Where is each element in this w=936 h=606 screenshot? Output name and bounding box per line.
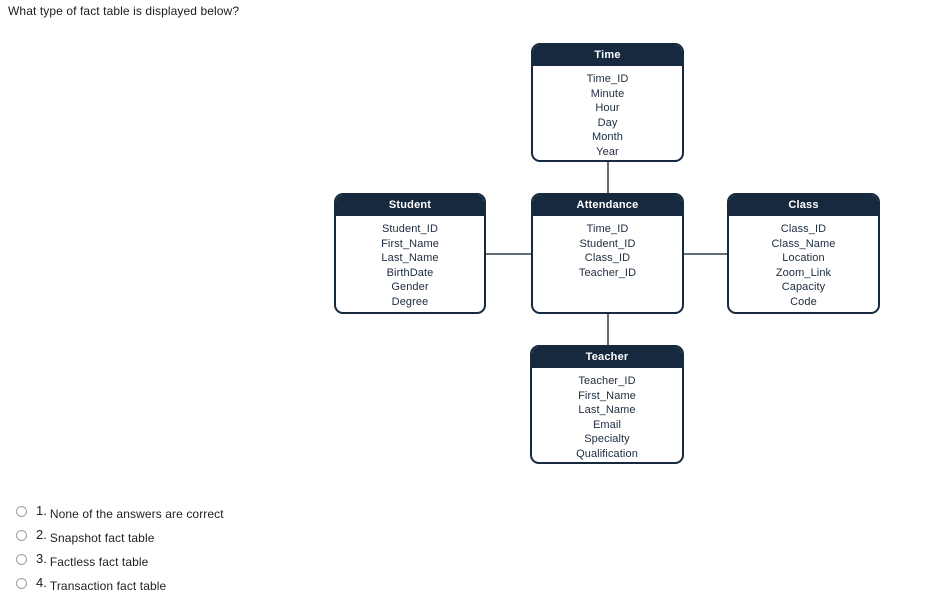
answer-option-1[interactable]: 1. None of the answers are correct	[16, 503, 224, 523]
entity-field: Last_Name	[381, 252, 439, 264]
connector-attendance-class	[684, 253, 727, 255]
entity-fields-attendance: Time_ID Student_ID Class_ID Teacher_ID	[533, 216, 682, 280]
entity-field: First_Name	[381, 237, 439, 250]
option-number: 1.	[36, 503, 47, 518]
entity-field: Degree	[391, 295, 429, 308]
entity-field: Class_ID	[584, 252, 631, 264]
radio-button[interactable]	[16, 530, 27, 541]
entity-fields-class: Class_ID Class_Name Location Zoom_Link C…	[729, 216, 878, 309]
entity-field: Specialty	[584, 433, 630, 445]
option-label[interactable]: Transaction fact table	[49, 579, 167, 593]
entity-title-student: Student	[336, 195, 484, 216]
entity-field: Day	[597, 116, 618, 129]
entity-field: Teacher_ID	[578, 375, 636, 387]
entity-field: Student_ID	[381, 223, 439, 235]
entity-fields-time: Time_ID Minute Hour Day Month Year	[533, 66, 682, 159]
entity-table-class: Class Class_ID Class_Name Location Zoom_…	[727, 193, 880, 314]
radio-button[interactable]	[16, 578, 27, 589]
option-label[interactable]: None of the answers are correct	[49, 507, 224, 521]
option-label[interactable]: Snapshot fact table	[49, 531, 155, 545]
entity-field: Capacity	[781, 281, 826, 293]
entity-title-attendance: Attendance	[533, 195, 682, 216]
option-number: 3.	[36, 551, 47, 566]
connector-attendance-teacher	[607, 314, 609, 345]
answer-option-2[interactable]: 2. Snapshot fact table	[16, 527, 154, 547]
entity-table-student: Student Student_ID First_Name Last_Name …	[334, 193, 486, 314]
entity-title-teacher: Teacher	[532, 347, 682, 368]
entity-field: Year	[596, 145, 619, 158]
entity-field: Gender	[391, 281, 429, 293]
entity-field: Minute	[590, 87, 625, 100]
option-number: 4.	[36, 575, 47, 590]
entity-field: Month	[591, 131, 624, 143]
entity-fields-student: Student_ID First_Name Last_Name BirthDat…	[336, 216, 484, 309]
entity-field: Hour	[595, 102, 620, 114]
entity-title-class: Class	[729, 195, 878, 216]
entity-field: Class_Name	[771, 237, 836, 250]
option-label[interactable]: Factless fact table	[49, 555, 149, 569]
entity-field: Time_ID	[586, 73, 629, 85]
answer-option-4[interactable]: 4. Transaction fact table	[16, 575, 166, 595]
connector-student-attendance	[486, 253, 531, 255]
answer-option-3[interactable]: 3. Factless fact table	[16, 551, 148, 571]
entity-field: BirthDate	[386, 266, 434, 279]
entity-fields-teacher: Teacher_ID First_Name Last_Name Email Sp…	[532, 368, 682, 461]
entity-field: First_Name	[578, 389, 636, 402]
entity-field: Class_ID	[780, 223, 827, 235]
entity-field: Teacher_ID	[578, 266, 637, 279]
entity-field: Location	[782, 252, 825, 264]
option-number: 2.	[36, 527, 47, 542]
question-text: What type of fact table is displayed bel…	[8, 4, 240, 18]
entity-table-teacher: Teacher Teacher_ID First_Name Last_Name …	[530, 345, 684, 464]
entity-table-time: Time Time_ID Minute Hour Day Month Year	[531, 43, 684, 162]
entity-field: Email	[592, 418, 621, 431]
radio-button[interactable]	[16, 506, 27, 517]
radio-button[interactable]	[16, 554, 27, 565]
entity-title-time: Time	[533, 45, 682, 66]
entity-field: Code	[790, 295, 817, 308]
entity-table-attendance: Attendance Time_ID Student_ID Class_ID T…	[531, 193, 684, 314]
connector-time-attendance	[607, 162, 609, 193]
entity-field: Last_Name	[578, 404, 636, 416]
entity-field: Student_ID	[579, 237, 636, 250]
entity-field: Zoom_Link	[775, 266, 832, 279]
entity-field: Time_ID	[586, 223, 629, 235]
entity-field: Qualification	[576, 447, 638, 460]
